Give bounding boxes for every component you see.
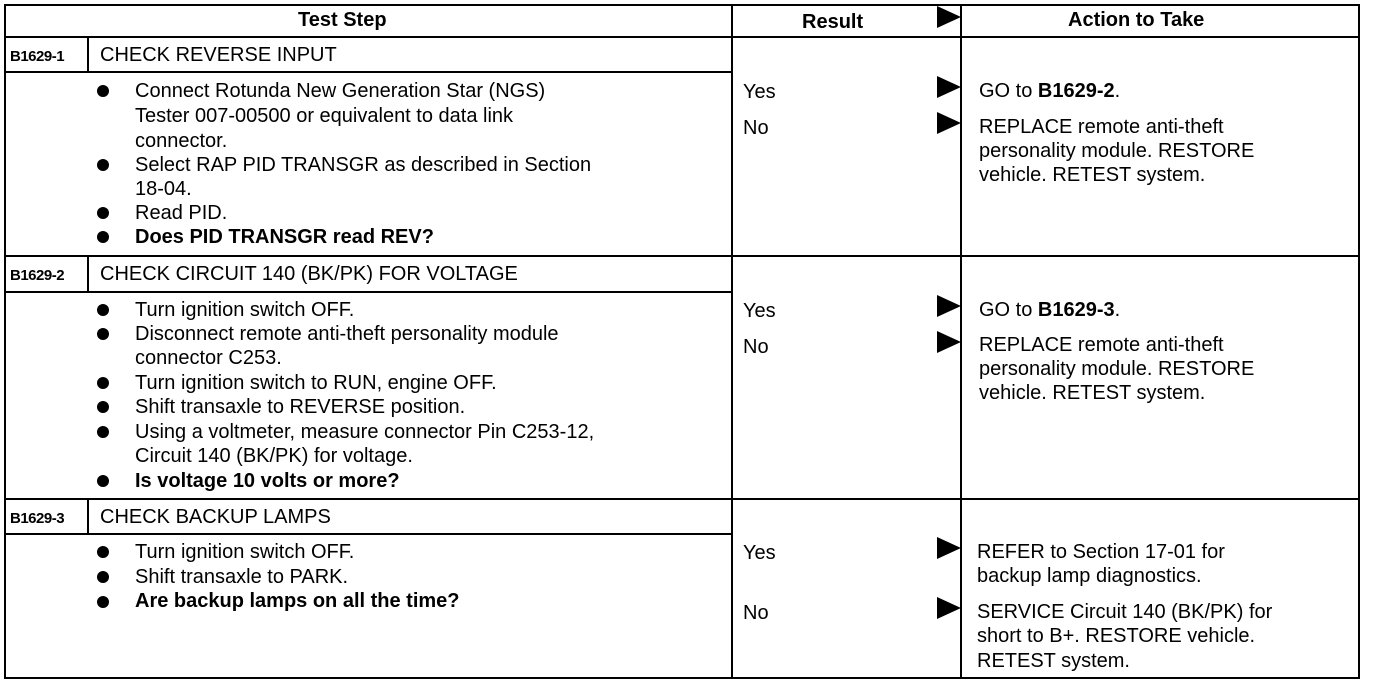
step2-line: Circuit 140 (BK/PK) for voltage. xyxy=(135,445,413,467)
step2-result-yes: Yes xyxy=(743,300,776,322)
table-border-left xyxy=(4,4,6,679)
step2-action-no: vehicle. RETEST system. xyxy=(979,382,1206,404)
step1-line: Tester 007-00500 or equivalent to data l… xyxy=(135,105,514,127)
step2-action-yes: GO to B1629-3. xyxy=(979,299,1121,321)
step1-action-yes-target: B1629-2 xyxy=(1037,80,1115,102)
table-border-top xyxy=(4,4,1360,6)
step1-bullet-4 xyxy=(97,231,109,243)
step2-line: Turn ignition switch to RUN, engine OFF. xyxy=(135,372,497,394)
step1-yes-arrow-icon xyxy=(937,76,961,98)
step1-line: Select RAP PID TRANSGR as described in S… xyxy=(135,154,592,176)
step3-action-yes: REFER to Section 17-01 for xyxy=(977,541,1225,563)
step1-bullet-3 xyxy=(97,207,109,219)
step2-bullet-2 xyxy=(97,328,109,340)
step1-result-no: No xyxy=(743,117,769,139)
step3-code: B1629-3 xyxy=(10,510,65,527)
step1-action-no: REPLACE remote anti-theft xyxy=(979,116,1224,138)
step2-yes-arrow-icon xyxy=(937,295,961,317)
step3-line: Turn ignition switch OFF. xyxy=(135,541,355,563)
step2-line: Using a voltmeter, measure connector Pin… xyxy=(135,421,595,443)
step2-bullet-4 xyxy=(97,401,109,413)
step1-action-no: personality module. RESTORE xyxy=(979,140,1255,162)
header-test-step: Test Step xyxy=(298,9,387,31)
step3-bullet-3 xyxy=(97,596,109,608)
step3-action-no: RETEST system. xyxy=(977,650,1130,672)
step3-result-no: No xyxy=(743,602,769,624)
step1-title-divider xyxy=(4,71,733,73)
step2-line: connector C253. xyxy=(135,347,282,369)
step1-bullet-2 xyxy=(97,159,109,171)
step1-code-divider xyxy=(87,38,89,72)
step2-question: Is voltage 10 volts or more? xyxy=(135,470,400,492)
header-result: Result xyxy=(802,11,864,33)
step3-title: CHECK BACKUP LAMPS xyxy=(100,506,331,528)
step2-title-divider xyxy=(4,291,733,293)
step3-code-divider xyxy=(87,500,89,534)
header-action: Action to Take xyxy=(1068,9,1205,31)
step1-line: 18-04. xyxy=(135,178,192,200)
table-border-bottom xyxy=(4,677,1360,679)
step2-action-yes-target: B1629-3 xyxy=(1037,299,1115,321)
step2-line: Turn ignition switch OFF. xyxy=(135,299,355,321)
step2-bullet-3 xyxy=(97,377,109,389)
step1-code: B1629-1 xyxy=(10,48,65,65)
step3-result-yes: Yes xyxy=(743,542,776,564)
step1-question: Does PID TRANSGR read REV? xyxy=(135,226,434,248)
col-divider-2 xyxy=(960,4,962,679)
header-divider xyxy=(4,36,1360,38)
step3-bullet-2 xyxy=(97,571,109,583)
header-arrow-icon xyxy=(937,6,961,28)
step3-action-yes: backup lamp diagnostics. xyxy=(977,565,1202,587)
step2-title: CHECK CIRCUIT 140 (BK/PK) FOR VOLTAGE xyxy=(100,263,518,285)
step1-title: CHECK REVERSE INPUT xyxy=(100,44,337,66)
step2-bullet-6 xyxy=(97,475,109,487)
step2-result-no: No xyxy=(743,336,769,358)
step1-line: connector. xyxy=(135,130,228,152)
table-border-right xyxy=(1358,4,1360,679)
step3-action-no: short to B+. RESTORE vehicle. xyxy=(977,625,1256,647)
step2-line: Shift transaxle to REVERSE position. xyxy=(135,396,466,418)
step3-title-divider xyxy=(4,533,733,535)
step1-end xyxy=(4,255,1360,257)
step1-action-no: vehicle. RETEST system. xyxy=(979,164,1206,186)
step3-action-no: SERVICE Circuit 140 (BK/PK) for xyxy=(977,601,1273,623)
step1-line: Read PID. xyxy=(135,202,228,224)
step2-no-arrow-icon xyxy=(937,331,961,353)
col-divider-1 xyxy=(731,4,733,679)
step3-question: Are backup lamps on all the time? xyxy=(135,590,460,612)
step1-action-yes: GO to B1629-2. xyxy=(979,80,1121,102)
step2-action-no: REPLACE remote anti-theft xyxy=(979,334,1224,356)
step2-bullet-1 xyxy=(97,304,109,316)
step2-bullet-5 xyxy=(97,426,109,438)
step2-code-divider xyxy=(87,257,89,292)
step1-result-yes: Yes xyxy=(743,81,776,103)
step3-yes-arrow-icon xyxy=(937,537,961,559)
step3-no-arrow-icon xyxy=(937,597,961,619)
step1-no-arrow-icon xyxy=(937,112,961,134)
step2-line: Disconnect remote anti-theft personality… xyxy=(135,323,559,345)
step1-line: Connect Rotunda New Generation Star (NGS… xyxy=(135,80,546,102)
step2-end xyxy=(4,498,1360,500)
step3-line: Shift transaxle to PARK. xyxy=(135,566,349,588)
step1-bullet-1 xyxy=(97,85,109,97)
step3-bullet-1 xyxy=(97,546,109,558)
step2-action-no: personality module. RESTORE xyxy=(979,358,1255,380)
step2-code: B1629-2 xyxy=(10,267,65,284)
